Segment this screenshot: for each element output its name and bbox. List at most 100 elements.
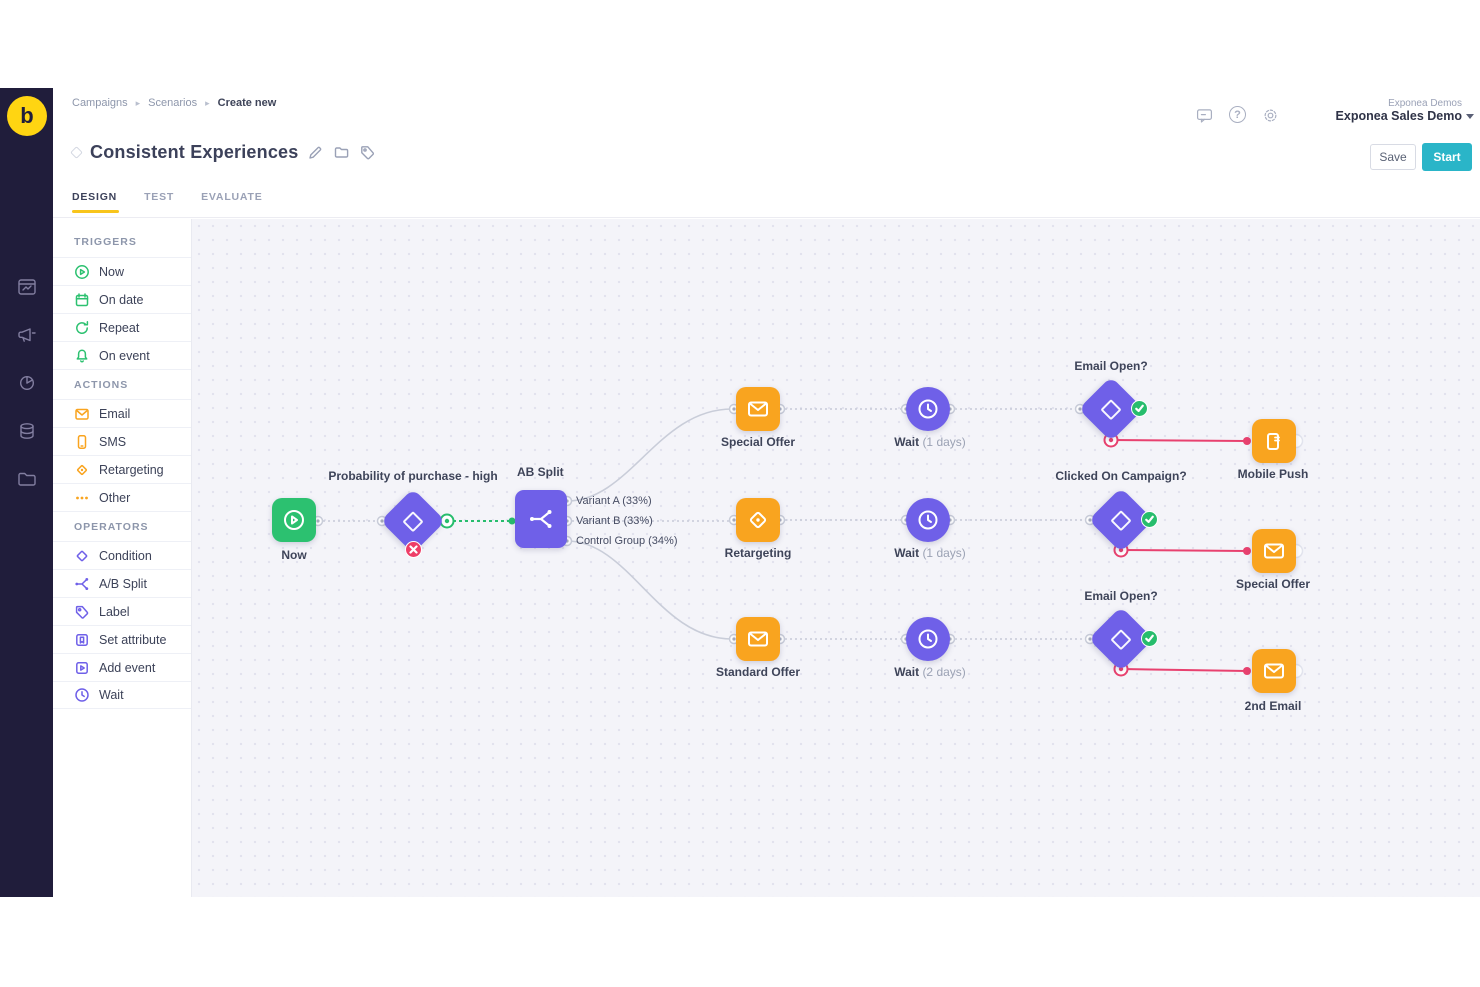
palette-item-sms[interactable]: SMS <box>53 427 191 455</box>
palette-item-label: Wait <box>99 688 124 702</box>
palette-item-label: Add event <box>99 660 156 675</box>
palette-item-retargeting[interactable]: Retargeting <box>53 455 191 483</box>
palette-item-repeat[interactable]: Repeat <box>53 313 191 341</box>
palette-item-wait[interactable]: Wait <box>53 681 191 709</box>
palette-item-on-date[interactable]: On date <box>53 285 191 313</box>
envelope-icon <box>74 406 90 422</box>
ab-split-port-variant-b: Variant B (33%) <box>576 515 653 527</box>
node-label-standard-offer: Standard Offer <box>715 665 801 679</box>
palette-item-now[interactable]: Now <box>53 257 191 285</box>
ellipsis-icon <box>74 490 90 506</box>
split-icon <box>74 576 90 592</box>
save-button[interactable]: Save <box>1370 144 1416 170</box>
retarget-icon <box>74 462 90 478</box>
palette-item-other[interactable]: Other <box>53 483 191 511</box>
palette-item-condition[interactable]: Condition <box>53 541 191 569</box>
breadcrumb-separator: ▸ <box>205 97 210 108</box>
node-retargeting[interactable] <box>736 498 780 542</box>
account-switcher[interactable]: Exponea Demos Exponea Sales Demo <box>1336 98 1474 123</box>
node-mobile-push[interactable] <box>1252 419 1296 463</box>
clock-icon <box>74 687 90 703</box>
palette-item-label: SMS <box>99 434 127 449</box>
node-label-now: Now <box>281 548 307 562</box>
dashboard-icon[interactable] <box>15 275 39 299</box>
play-circle-icon <box>74 264 90 280</box>
help-icon[interactable]: ? <box>1229 106 1246 123</box>
palette-section-triggers: TRIGGERS <box>74 236 137 248</box>
palette-item-email[interactable]: Email <box>53 399 191 427</box>
palette-section-operators: OPERATORS <box>53 511 191 541</box>
tab-design[interactable]: DESIGN <box>72 191 120 213</box>
email-open-2-yes-badge[interactable] <box>1141 630 1158 647</box>
palette-item-label: Repeat <box>99 320 140 335</box>
campaigns-icon[interactable] <box>15 323 39 347</box>
data-icon[interactable] <box>15 419 39 443</box>
palette-item-label: Retargeting <box>99 462 164 477</box>
palette-item-label: Set attribute <box>99 632 167 647</box>
node-wait-2days[interactable] <box>906 617 950 661</box>
page-header: Campaigns ▸ Scenarios ▸ Create new ? Exp… <box>53 88 1480 218</box>
tag-icon[interactable] <box>359 144 376 161</box>
breadcrumb: Campaigns ▸ Scenarios ▸ Create new <box>72 97 276 109</box>
node-wait-1-days[interactable] <box>906 387 950 431</box>
node-now-trigger[interactable] <box>272 498 316 542</box>
tab-test[interactable]: TEST <box>144 191 175 203</box>
node-ab-split[interactable] <box>515 490 567 548</box>
palette-item-ab-split[interactable]: A/B Split <box>53 569 191 597</box>
node-label-special-offer: Special Offer <box>720 435 796 449</box>
settings-gear-icon[interactable] <box>1261 106 1280 125</box>
ab-split-port-control-group: Control Group (34%) <box>576 535 678 547</box>
node-standard-offer[interactable] <box>736 617 780 661</box>
node-label-email-open-2: Email Open? <box>1084 589 1158 603</box>
brand-logo[interactable]: b <box>7 96 47 136</box>
palette-item-add-event[interactable]: Add event <box>53 653 191 681</box>
header-icon-group: ? <box>1195 106 1280 125</box>
palette-item-on-event[interactable]: On event <box>53 341 191 369</box>
palette-item-label: Other <box>99 490 131 505</box>
breadcrumb-create-new: Create new <box>217 97 277 109</box>
folder-icon[interactable] <box>333 144 350 161</box>
assets-folder-icon[interactable] <box>15 467 39 491</box>
condition-no-badge[interactable] <box>405 541 422 558</box>
node-palette: TRIGGERS Now On date Repeat On event ACT… <box>53 219 192 897</box>
chevron-down-icon <box>1466 114 1474 119</box>
palette-item-label: On event <box>99 348 150 363</box>
phone-icon <box>74 434 90 450</box>
node-label-second-email: 2nd Email <box>1244 699 1302 713</box>
ab-split-port-variant-a: Variant A (33%) <box>576 495 652 507</box>
palette-item-label-op[interactable]: Label <box>53 597 191 625</box>
node-label-special-offer-2: Special Offer <box>1235 577 1311 591</box>
node-special-offer-email[interactable] <box>736 387 780 431</box>
calendar-play-icon <box>74 660 90 676</box>
palette-item-label: Condition <box>99 548 152 563</box>
node-label-retargeting: Retargeting <box>724 546 792 560</box>
clicked-yes-badge[interactable] <box>1141 511 1158 528</box>
repeat-icon <box>74 320 90 336</box>
comment-icon[interactable] <box>1195 106 1214 125</box>
node-label-mobile-push: Mobile Push <box>1237 467 1309 481</box>
breadcrumb-campaigns[interactable]: Campaigns <box>72 97 128 109</box>
palette-item-set-attribute[interactable]: Set attribute <box>53 625 191 653</box>
palette-item-label: Label <box>99 604 130 619</box>
node-label-wait-1: Wait (1 days) <box>894 435 966 449</box>
tab-evaluate[interactable]: EVALUATE <box>201 191 263 203</box>
email-open-1-yes-badge[interactable] <box>1131 400 1148 417</box>
start-button[interactable]: Start <box>1422 143 1472 171</box>
diamond-core-icon <box>402 510 424 532</box>
analytics-icon[interactable] <box>15 371 39 395</box>
diamond-core-icon <box>1110 628 1132 650</box>
scenario-status-icon <box>70 146 83 159</box>
scenario-canvas[interactable]: Now Probability of purchase - high AB Sp… <box>192 219 1480 897</box>
breadcrumb-scenarios[interactable]: Scenarios <box>148 97 198 109</box>
breadcrumb-separator: ▸ <box>135 97 141 108</box>
diamond-icon <box>74 548 90 564</box>
node-wait-2-1days[interactable] <box>906 498 950 542</box>
edit-pencil-icon[interactable] <box>307 144 324 161</box>
diamond-core-icon <box>1110 509 1132 531</box>
node-special-offer-2[interactable] <box>1252 529 1296 573</box>
palette-item-label: Now <box>99 264 125 279</box>
diamond-core-icon <box>1100 398 1122 420</box>
node-second-email[interactable] <box>1252 649 1296 693</box>
page-title: Consistent Experiences <box>90 142 299 162</box>
palette-item-label: On date <box>99 292 144 307</box>
